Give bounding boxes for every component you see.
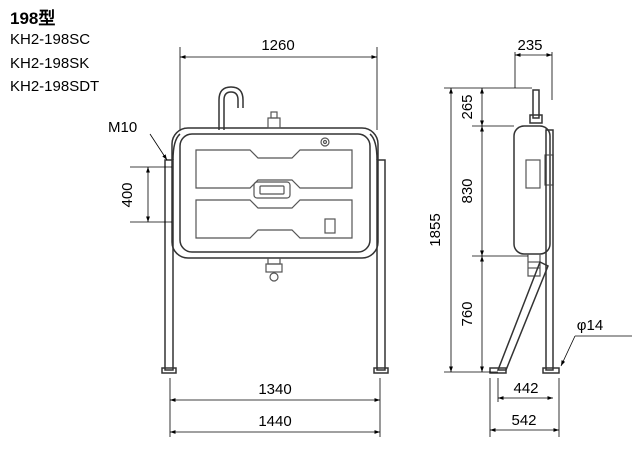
side-tank (513, 125, 551, 255)
level-window (324, 218, 336, 234)
upper-panel (195, 149, 353, 189)
side-gauge (525, 159, 541, 189)
side-front-foot (489, 367, 507, 374)
dim-400: 400 (119, 182, 136, 207)
label-phi14: φ14 (577, 317, 603, 334)
model-name: KH2-198SC (10, 31, 91, 48)
side-vent-pipe (532, 89, 540, 119)
dim-760: 760 (459, 301, 476, 326)
side-view: 235 265 830 (427, 37, 632, 437)
drain-valve-neck (267, 258, 281, 265)
dim-1855: 1855 (427, 213, 444, 246)
diagram-title: 198型 (10, 9, 56, 28)
model-name: KH2-198SK (10, 55, 90, 72)
side-rear-foot (542, 367, 560, 374)
dim-1440: 1440 (258, 413, 291, 430)
level-gauge (320, 137, 330, 147)
filler-cap-top (270, 111, 278, 119)
center-plate (253, 181, 291, 199)
dim-265: 265 (459, 94, 476, 119)
side-vent-cap (529, 114, 543, 124)
left-leg (164, 159, 174, 371)
right-leg (376, 159, 386, 371)
rear-post (545, 129, 554, 371)
right-leg-curve (369, 133, 378, 161)
dim-542: 542 (511, 412, 536, 429)
dim-830: 830 (459, 178, 476, 203)
lower-panel (195, 199, 353, 239)
right-foot (373, 367, 389, 374)
level-gauge-center (322, 139, 328, 145)
vent-pipe-outer (218, 86, 244, 130)
model-name: KH2-198SDT (10, 78, 100, 95)
left-leg-curve (172, 133, 181, 161)
drain-valve-body (265, 263, 283, 273)
dim-1340: 1340 (258, 381, 291, 398)
dim-235: 235 (517, 37, 542, 54)
slanted-leg (496, 260, 549, 371)
left-foot (161, 367, 177, 374)
filler-cap (267, 117, 281, 129)
dim-1260: 1260 (261, 37, 294, 54)
front-view: 1260 (108, 37, 389, 437)
label-m10: M10 (108, 119, 137, 136)
drain-valve-handle (269, 272, 279, 282)
tank-inner (179, 133, 371, 253)
dim-442: 442 (513, 380, 538, 397)
center-plate-inner (259, 185, 285, 195)
vent-pipe (223, 91, 239, 130)
